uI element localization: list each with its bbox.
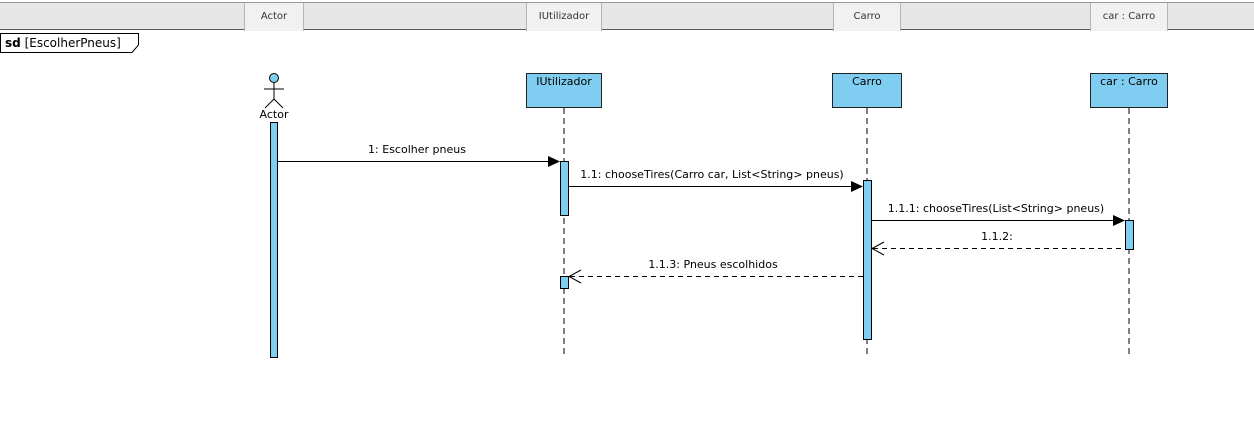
message-1-1-2-return-arrow[interactable] bbox=[870, 241, 1125, 256]
message-1-label: 1: Escolher pneus bbox=[368, 143, 466, 156]
lifeline-name-actor: Actor bbox=[259, 108, 289, 121]
activation-bar-car[interactable] bbox=[1125, 220, 1134, 250]
message-1-1-arrow[interactable] bbox=[569, 181, 863, 192]
lifeline-box-car[interactable]: car : Carro bbox=[1090, 73, 1168, 108]
lifeline-name-car: car : Carro bbox=[1100, 75, 1158, 88]
message-1-1-3-label: 1.1.3: Pneus escolhidos bbox=[648, 258, 778, 271]
header-tab-actor[interactable]: Actor bbox=[244, 3, 304, 31]
lifeline-name-carro: Carro bbox=[852, 75, 882, 88]
message-1-arrow[interactable] bbox=[278, 156, 560, 167]
activation-bar-iutilizador-1[interactable] bbox=[560, 161, 569, 216]
frame-tab-shape bbox=[0, 33, 139, 53]
header-tab-iutilizador[interactable]: IUtilizador bbox=[526, 3, 602, 31]
activation-bar-carro[interactable] bbox=[863, 180, 872, 340]
lifeline-box-carro[interactable]: Carro bbox=[832, 73, 902, 108]
message-1-1-1-arrow[interactable] bbox=[872, 215, 1125, 226]
activation-bar-actor[interactable] bbox=[270, 122, 278, 358]
activation-bar-iutilizador-2[interactable] bbox=[560, 276, 569, 289]
lifeline-name-iutilizador: IUtilizador bbox=[536, 75, 592, 88]
message-1-1-3-return-arrow[interactable] bbox=[567, 269, 863, 284]
message-1-1-1-label: 1.1.1: chooseTires(List<String> pneus) bbox=[887, 202, 1105, 215]
frame-keyword: sd bbox=[5, 36, 21, 50]
lifeline-header-bar: Actor IUtilizador Carro car : Carro bbox=[0, 2, 1254, 31]
frame-name: [EscolherPneus] bbox=[24, 36, 121, 50]
message-1-1-2-label: 1.1.2: bbox=[981, 230, 1013, 243]
actor-figure-icon[interactable] bbox=[264, 73, 284, 109]
lifeline-box-iutilizador[interactable]: IUtilizador bbox=[526, 73, 602, 108]
message-1-1-label: 1.1: chooseTires(Carro car, List<String>… bbox=[580, 168, 844, 181]
header-tab-car-carro[interactable]: car : Carro bbox=[1090, 3, 1168, 31]
header-tab-carro[interactable]: Carro bbox=[833, 3, 901, 31]
